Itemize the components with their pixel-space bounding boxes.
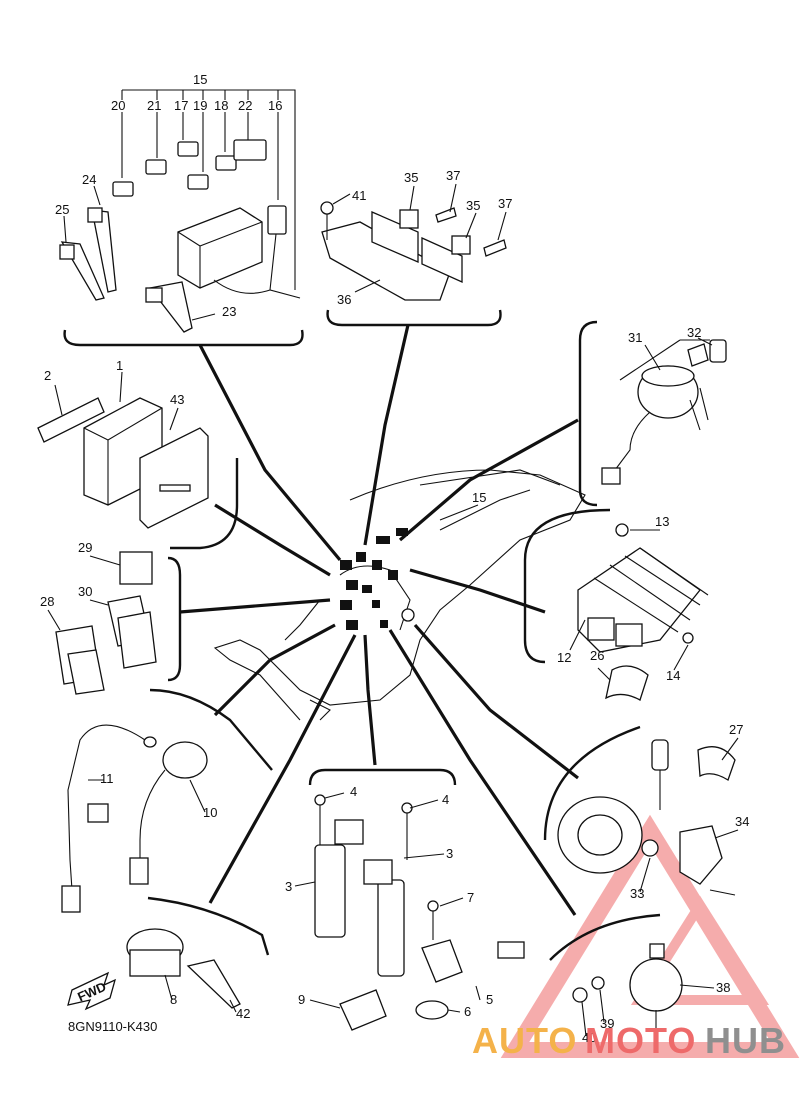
callout-20: 20 bbox=[111, 98, 125, 113]
cable-tie-23 bbox=[145, 281, 193, 333]
callout-37-b: 37 bbox=[498, 196, 512, 211]
speed-sensor-assembly bbox=[572, 943, 683, 1030]
crank-sensor-assembly bbox=[557, 739, 736, 896]
callout-30: 30 bbox=[78, 584, 92, 599]
callout-24: 24 bbox=[82, 172, 96, 187]
callout-28: 28 bbox=[40, 594, 54, 609]
callout-3-a: 3 bbox=[446, 846, 453, 861]
ignition-coils bbox=[314, 794, 413, 977]
motorcycle-frame bbox=[213, 469, 586, 721]
ecu-assembly bbox=[37, 397, 209, 529]
callout-10: 10 bbox=[203, 805, 217, 820]
callout-17: 17 bbox=[174, 98, 188, 113]
wire-harness-cluster bbox=[340, 528, 415, 630]
callout-4-b: 4 bbox=[442, 792, 449, 807]
watermark-hub: HUB bbox=[705, 1020, 786, 1061]
callout-18: 18 bbox=[214, 98, 228, 113]
callout-11: 11 bbox=[100, 771, 114, 786]
callout-15-b: 15 bbox=[472, 490, 486, 505]
callout-38: 38 bbox=[716, 980, 730, 995]
callout-35-a: 35 bbox=[404, 170, 418, 185]
watermark-logo bbox=[500, 814, 800, 1058]
callout-41: 41 bbox=[352, 188, 366, 203]
callout-4-a: 4 bbox=[350, 784, 357, 799]
callout-2: 2 bbox=[44, 368, 51, 383]
callout-32: 32 bbox=[687, 325, 701, 340]
diagram-code: 8GN9110-K430 bbox=[68, 1019, 158, 1034]
callout-16: 16 bbox=[268, 98, 282, 113]
cable-tie-24-25 bbox=[59, 207, 117, 301]
callout-26: 26 bbox=[590, 648, 604, 663]
callout-19: 19 bbox=[193, 98, 207, 113]
callout-21: 21 bbox=[147, 98, 161, 113]
watermark-moto: MOTO bbox=[585, 1020, 697, 1061]
callout-5: 5 bbox=[486, 992, 493, 1007]
callout-13: 13 bbox=[655, 514, 669, 529]
main-switch-assembly bbox=[601, 339, 727, 485]
callout-14: 14 bbox=[666, 668, 680, 683]
fuse-box-assembly bbox=[112, 89, 301, 299]
relay-set bbox=[55, 551, 157, 695]
knock-sensor-and-lead bbox=[61, 724, 208, 913]
rectifier-regulator bbox=[577, 523, 709, 701]
relay-bracket-assembly bbox=[320, 201, 507, 301]
callout-43: 43 bbox=[170, 392, 184, 407]
callout-37-a: 37 bbox=[446, 168, 460, 183]
callout-42: 42 bbox=[236, 1006, 250, 1021]
callout-25: 25 bbox=[55, 202, 69, 217]
callout-31: 31 bbox=[628, 330, 642, 345]
fwd-arrow: FWD bbox=[67, 971, 116, 1011]
intake-sensor bbox=[415, 900, 525, 1020]
callout-3-b: 3 bbox=[285, 879, 292, 894]
callout-8: 8 bbox=[170, 992, 177, 1007]
callout-labels: 15 20 21 17 19 18 22 16 24 25 23 35 37 3… bbox=[40, 72, 749, 1045]
callout-35-b: 35 bbox=[466, 198, 480, 213]
callout-27: 27 bbox=[729, 722, 743, 737]
watermark-auto: AUTO bbox=[472, 1020, 578, 1061]
leader-lines bbox=[179, 324, 579, 916]
callout-15-a: 15 bbox=[193, 72, 207, 87]
group-brackets bbox=[63, 309, 661, 961]
callout-ticks bbox=[47, 183, 739, 1037]
callout-34: 34 bbox=[735, 814, 749, 829]
callout-36: 36 bbox=[337, 292, 351, 307]
callout-6: 6 bbox=[464, 1004, 471, 1019]
callout-33: 33 bbox=[630, 886, 644, 901]
callout-12: 12 bbox=[557, 650, 571, 665]
pressure-sensor-9 bbox=[339, 989, 387, 1031]
callout-29: 29 bbox=[78, 540, 92, 555]
callout-9: 9 bbox=[298, 992, 305, 1007]
sensor-8-and-clamp-42 bbox=[126, 928, 241, 1009]
callout-7: 7 bbox=[467, 890, 474, 905]
callout-1: 1 bbox=[116, 358, 123, 373]
callout-23: 23 bbox=[222, 304, 236, 319]
callout-22: 22 bbox=[238, 98, 252, 113]
